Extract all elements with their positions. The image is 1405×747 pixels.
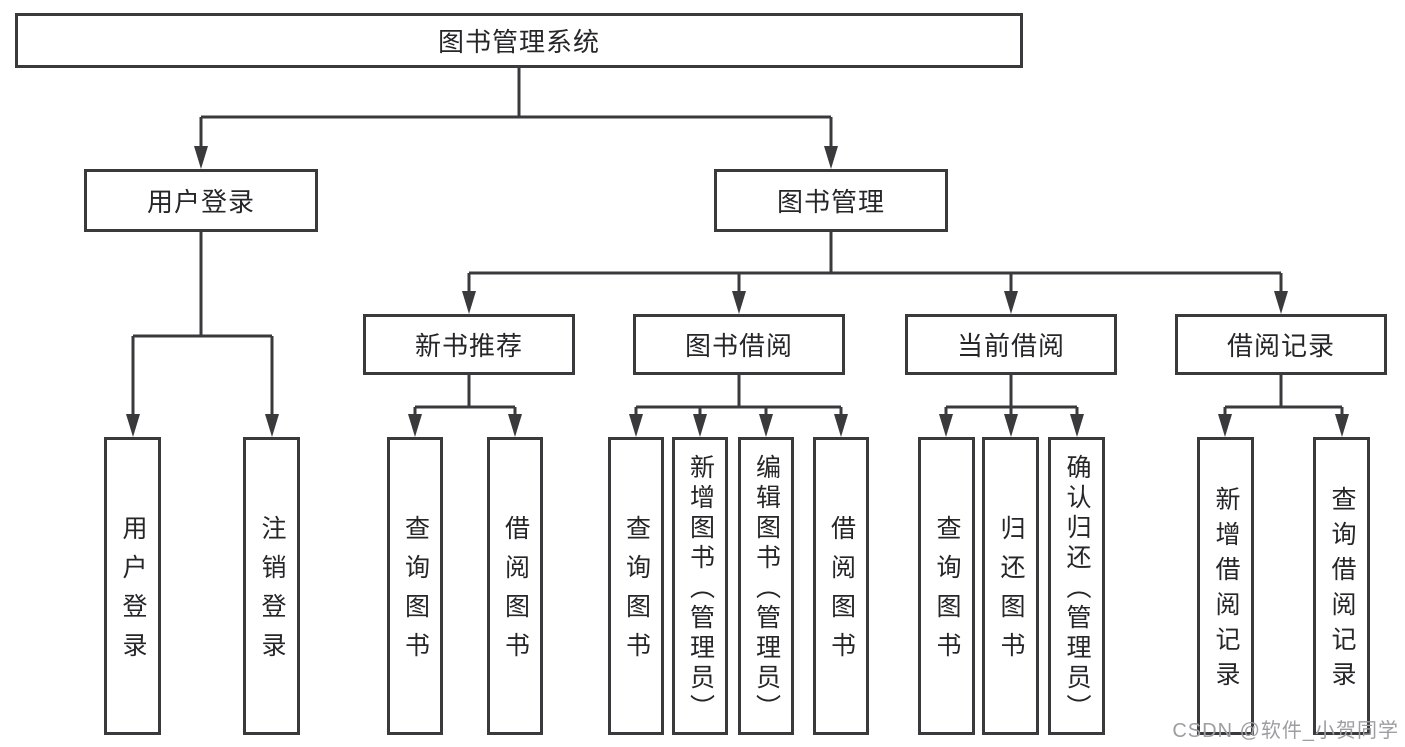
leaf-logout-label: 注销登录: [258, 515, 286, 671]
node-user-login: 用户登录: [84, 169, 318, 232]
leaf-logout: 注销登录: [243, 437, 300, 735]
leaf-add-books-admin-label: 新增图书（管理员）: [686, 453, 715, 724]
node-root: 图书管理系统: [15, 13, 1023, 68]
leaf-borrow-books-recommend-label: 借阅图书: [501, 515, 530, 671]
leaf-query-borrow-record-label: 查询借阅记录: [1328, 486, 1356, 696]
node-book-management-label: 图书管理: [776, 187, 885, 217]
connector-book-management: [467, 232, 1283, 305]
leaf-confirm-return-admin: 确认归还（管理员）: [1048, 437, 1105, 735]
connector-new-book: [413, 375, 517, 428]
leaf-confirm-return-admin-label: 确认归还（管理员）: [1063, 453, 1091, 724]
leaf-edit-books-admin: 编辑图书（管理员）: [738, 437, 794, 735]
connector-root: [201, 68, 831, 119]
leaf-return-books-label: 归还图书: [997, 515, 1025, 671]
leaf-query-books-borrow: 查询图书: [608, 437, 664, 735]
node-book-borrowing-label: 图书借阅: [684, 331, 793, 361]
leaf-query-books-current: 查询图书: [918, 437, 975, 735]
leaf-add-books-admin: 新增图书（管理员）: [672, 437, 728, 735]
leaf-add-borrow-record-label: 新增借阅记录: [1212, 486, 1240, 696]
node-new-book-recommend: 新书推荐: [363, 314, 575, 375]
leaf-add-borrow-record: 新增借阅记录: [1197, 437, 1254, 735]
leaf-query-borrow-record: 查询借阅记录: [1313, 437, 1370, 735]
arrowheads: [126, 146, 1349, 437]
watermark: CSDN @软件_小贺同学: [1172, 720, 1399, 742]
connector-borrow-records: [1223, 375, 1344, 428]
leaf-query-books-recommend-label: 查询图书: [401, 515, 430, 671]
node-new-book-recommend-label: 新书推荐: [414, 331, 523, 361]
leaf-borrow-books-recommend: 借阅图书: [487, 437, 543, 735]
connector-root-drops: [199, 117, 833, 160]
leaf-user-login-label: 用户登录: [119, 515, 147, 671]
leaf-user-login: 用户登录: [104, 437, 161, 735]
leaf-query-books-current-label: 查询图书: [933, 515, 961, 671]
leaf-edit-books-admin-label: 编辑图书（管理员）: [752, 453, 781, 724]
node-root-label: 图书管理系统: [437, 27, 600, 57]
node-borrowing-records-label: 借阅记录: [1226, 331, 1335, 361]
node-borrowing-records: 借阅记录: [1175, 314, 1387, 375]
leaf-query-books-borrow-label: 查询图书: [622, 515, 651, 671]
leaf-return-books: 归还图书: [982, 437, 1039, 735]
leaf-query-books-recommend: 查询图书: [387, 437, 443, 735]
connector-book-borrow: [634, 375, 843, 428]
node-user-login-label: 用户登录: [146, 187, 255, 217]
node-current-borrowing: 当前借阅: [905, 314, 1117, 375]
leaf-borrow-books-label: 借阅图书: [827, 515, 856, 671]
node-book-borrowing: 图书借阅: [633, 314, 845, 375]
connector-user-login: [131, 232, 274, 428]
leaf-borrow-books: 借阅图书: [813, 437, 869, 735]
node-book-management: 图书管理: [714, 169, 948, 232]
node-current-borrowing-label: 当前借阅: [956, 331, 1065, 361]
